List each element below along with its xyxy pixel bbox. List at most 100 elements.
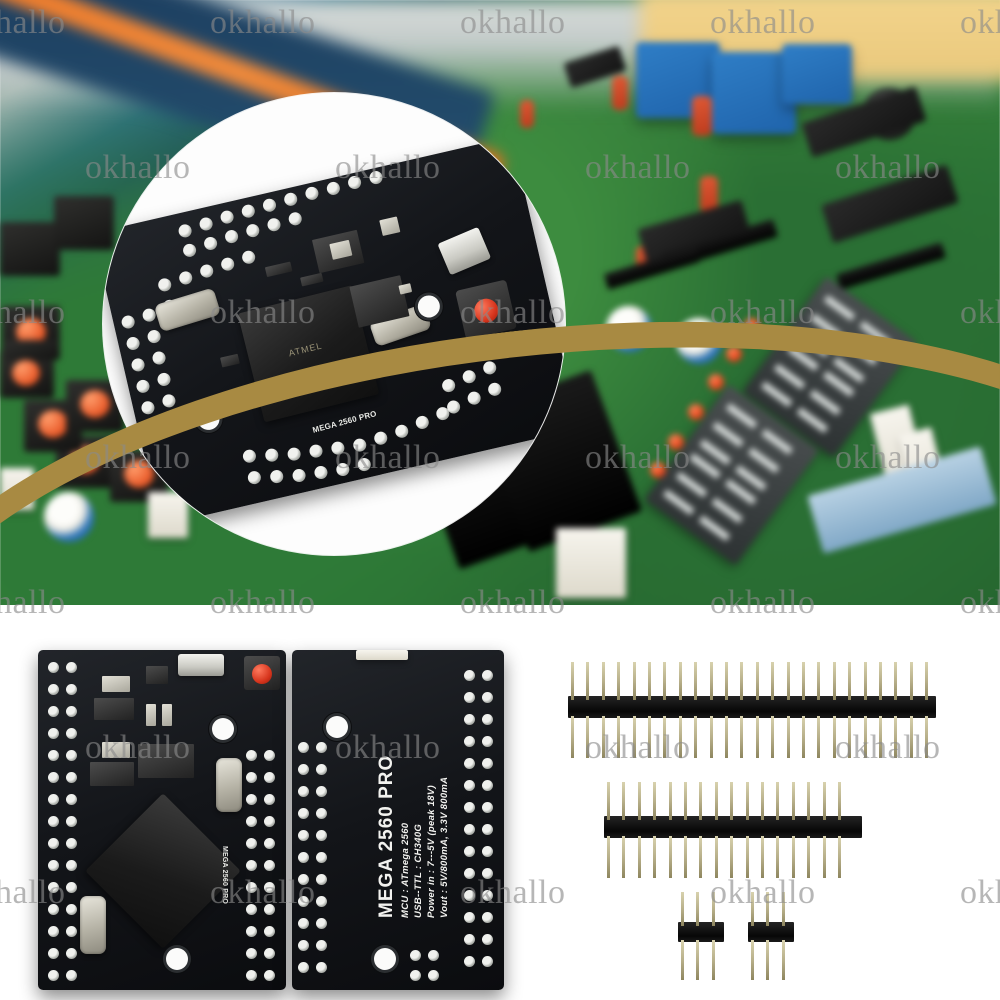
header-pin <box>696 940 700 980</box>
header-pin <box>648 662 651 700</box>
header-pin <box>648 716 651 758</box>
chip-logo: ATMEL <box>287 340 324 359</box>
header-pin <box>925 662 929 700</box>
led-red <box>668 434 684 450</box>
ic-front-2 <box>90 762 134 786</box>
trimpot-1 <box>606 306 652 352</box>
short-pin-header-b <box>748 890 808 980</box>
header-pin <box>607 836 610 878</box>
smd-cap-front-2 <box>102 742 130 758</box>
header-pin <box>711 940 715 980</box>
header-pin <box>925 716 929 758</box>
header-pin <box>786 662 790 700</box>
header-pin <box>730 836 734 878</box>
ic-front-3 <box>146 666 168 684</box>
header-pin <box>663 662 667 700</box>
header-pin <box>637 836 641 878</box>
header-pin <box>822 836 826 878</box>
header-pin <box>694 662 698 700</box>
header-pin <box>909 662 913 700</box>
header-pin <box>668 836 672 878</box>
header-pin <box>745 836 749 878</box>
board-back-title: MEGA 2560 PRO <box>376 754 397 918</box>
background-photo: ATMEL <box>0 0 1000 640</box>
header-pin <box>807 782 811 820</box>
header-pin <box>761 836 764 878</box>
header-pin <box>668 782 672 820</box>
header-pin <box>622 836 626 878</box>
header-pin <box>817 716 821 758</box>
trimpot-2 <box>676 318 722 364</box>
header-pin <box>745 782 749 820</box>
header-body <box>568 696 936 718</box>
circular-product-closeup: ATMEL <box>103 93 565 555</box>
led-red <box>650 462 666 478</box>
mounting-hole-front-2 <box>166 948 188 970</box>
header-pin <box>678 662 682 700</box>
long-pin-header <box>568 660 948 758</box>
board-front-silk: MEGA 2560 PRO <box>221 846 228 904</box>
header-pin <box>725 716 728 758</box>
header-pin <box>586 662 590 700</box>
header-pin <box>832 662 836 700</box>
header-pin <box>681 892 684 926</box>
tactile-button-body-dark <box>4 340 60 360</box>
header-pin <box>663 716 667 758</box>
header-pin <box>681 940 684 980</box>
header-pin <box>709 716 713 758</box>
header-pin <box>776 782 780 820</box>
header-body <box>604 816 862 838</box>
short-pin-header-a <box>678 890 738 980</box>
header-pin <box>761 782 764 820</box>
header-pin <box>807 836 811 878</box>
led-red <box>708 374 724 390</box>
header-pin <box>802 662 805 700</box>
capacitor-red-1 <box>692 96 712 136</box>
header-pin <box>714 782 718 820</box>
header-pin <box>725 662 728 700</box>
board-back-spec-usb: USB--TTL : CH340G <box>413 823 424 918</box>
header-pin <box>822 782 826 820</box>
ic-front-1 <box>94 698 134 720</box>
white-connector-3 <box>556 528 626 598</box>
header-pin <box>730 782 734 820</box>
header-pin <box>571 662 574 700</box>
ic-dip-2 <box>821 164 959 244</box>
header-pin <box>894 716 898 758</box>
ic-ch340g-front <box>138 744 194 778</box>
mounting-hole-back-1 <box>326 716 348 738</box>
led-red <box>688 404 704 420</box>
led-red <box>726 346 742 362</box>
header-pin <box>601 662 605 700</box>
crystal-front-1 <box>216 758 242 812</box>
product-lineup: MEGA 2560 PRO MEGA 2560 PRO MCU : ATmega… <box>0 640 1000 1000</box>
tactile-button-body-dark <box>0 222 60 276</box>
header-pin <box>848 662 852 700</box>
tactile-button-cap <box>38 410 68 438</box>
header-pin <box>586 716 590 758</box>
header-pin <box>684 782 687 820</box>
smd-res-front-2 <box>162 704 172 726</box>
relay-blue-3 <box>782 44 852 104</box>
header-pin <box>766 892 770 926</box>
crystal-front-2 <box>80 896 106 954</box>
header-pin <box>766 940 770 980</box>
usb-shield-back <box>356 650 408 660</box>
header-pin <box>601 716 605 758</box>
header-pin <box>863 716 867 758</box>
header-pin <box>653 782 657 820</box>
header-pin <box>571 716 574 758</box>
header-pin <box>678 716 682 758</box>
header-pin <box>714 836 718 878</box>
header-pin <box>755 662 759 700</box>
header-pin <box>771 716 775 758</box>
header-pin <box>791 836 795 878</box>
board-front-view: MEGA 2560 PRO <box>38 650 286 990</box>
header-pin <box>740 716 744 758</box>
header-pin <box>776 836 780 878</box>
smd-cap-front-1 <box>102 676 130 692</box>
header-body <box>748 922 794 942</box>
header-pin <box>632 662 636 700</box>
header-pin <box>711 892 715 926</box>
pcb-body-back <box>292 650 504 990</box>
